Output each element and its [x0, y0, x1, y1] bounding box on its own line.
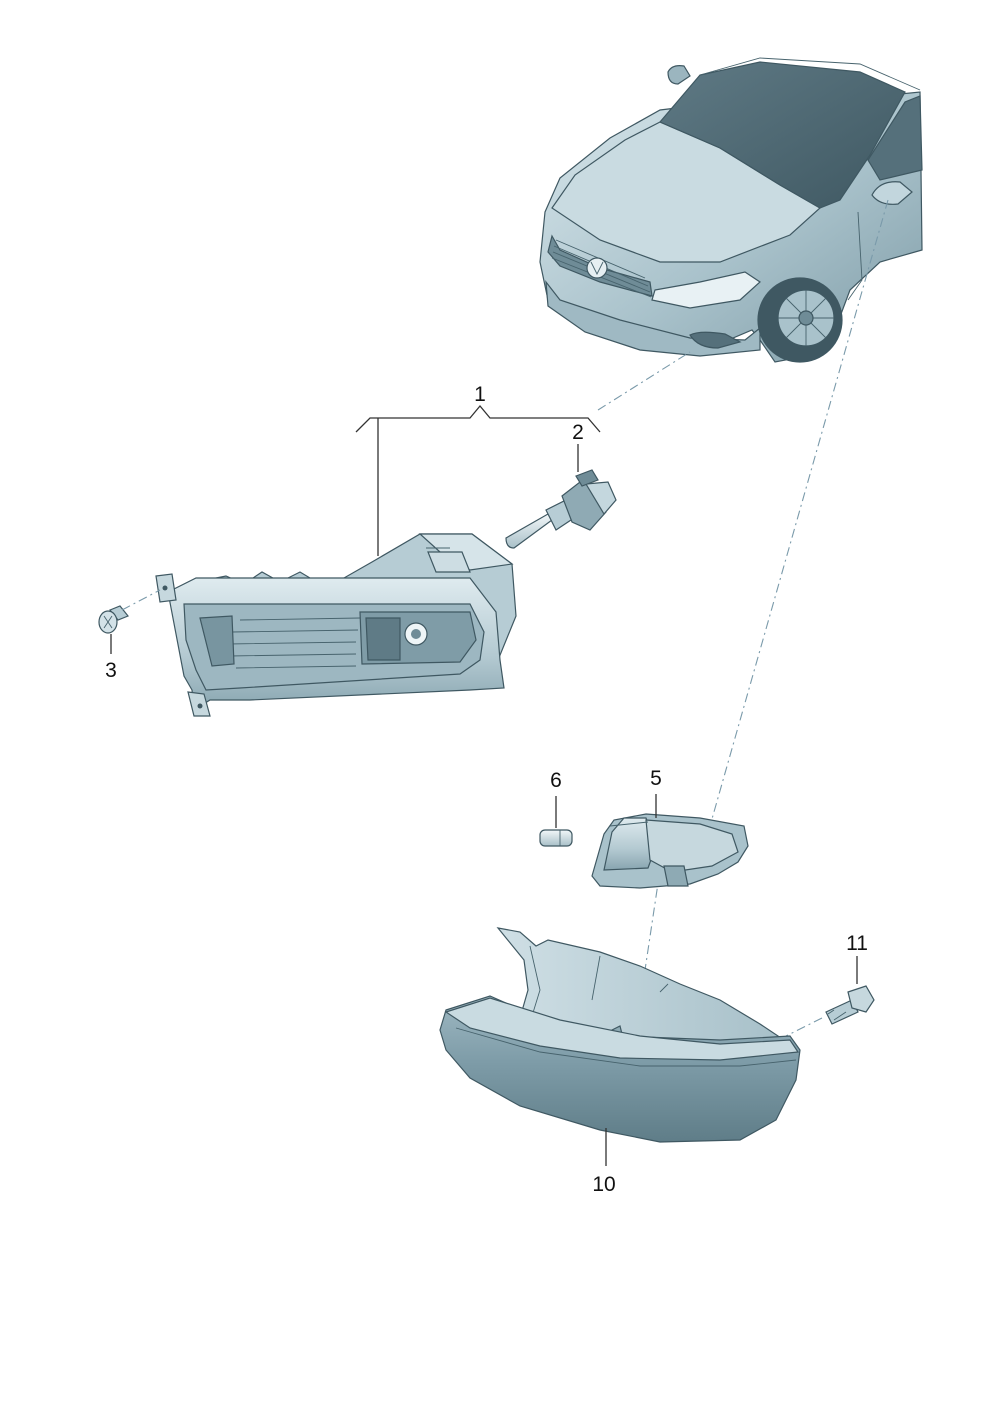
screw-item-11 [825, 985, 875, 1025]
fog-light-assembly [155, 533, 517, 717]
callout-6: 6 [550, 769, 562, 792]
callout-1: 1 [474, 383, 486, 406]
reference-line-screw-11 [785, 1017, 823, 1037]
screw-item-3 [98, 589, 161, 634]
bracket-item-1 [355, 404, 601, 433]
callout-2: 2 [572, 421, 584, 444]
bulb-item-6 [539, 829, 573, 847]
callout-3: 3 [105, 659, 117, 682]
callout-11: 11 [846, 932, 868, 955]
vehicle-illustration [539, 57, 923, 363]
callout-5: 5 [650, 767, 662, 790]
bulb-h11 [505, 469, 617, 549]
reference-line-fog-light [597, 351, 691, 411]
reference-line-mirror [705, 199, 889, 841]
callout-10: 10 [592, 1173, 615, 1196]
housing-item-5 [591, 813, 749, 889]
mirror-turn-signal-item-10 [439, 927, 801, 1143]
